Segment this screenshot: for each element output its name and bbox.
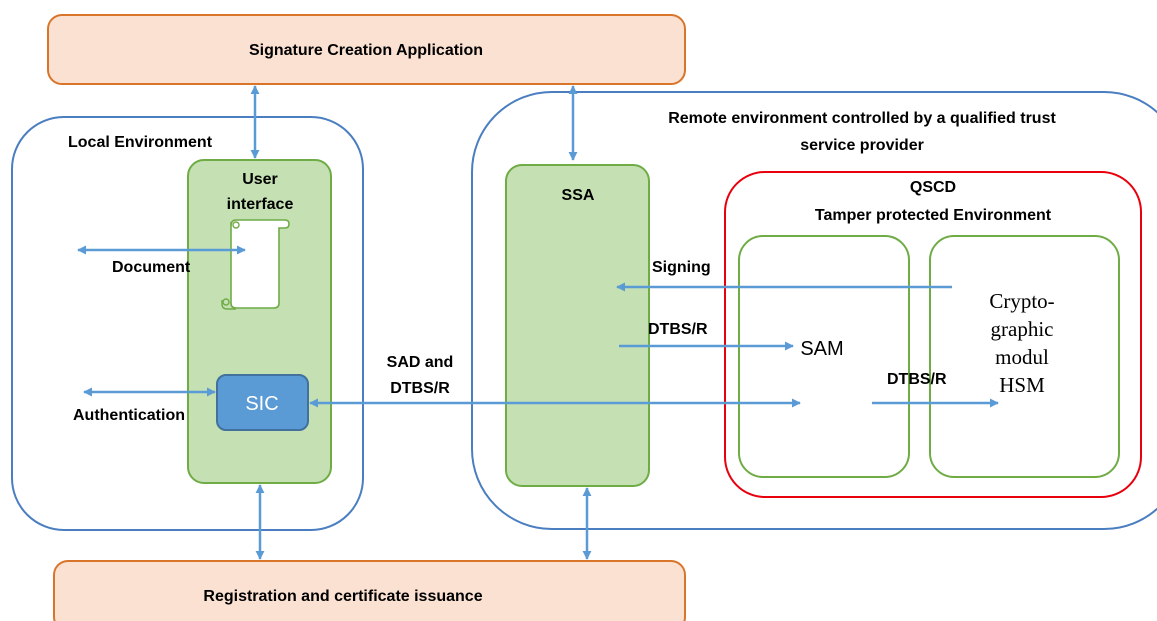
signing-label: Signing — [652, 259, 711, 276]
sad-label-line2: DTBS/R — [390, 380, 450, 397]
sam-box — [738, 235, 910, 478]
local-environment-title: Local Environment — [68, 134, 213, 151]
registration-box — [53, 560, 686, 621]
sic-label: SIC — [245, 393, 278, 415]
remote-environment-title-line2: service provider — [800, 137, 924, 154]
ssa-box — [505, 164, 650, 487]
dtbsr-ssa-sam-label: DTBS/R — [648, 321, 708, 338]
sam-label: SAM — [800, 338, 843, 360]
registration-title: Registration and certificate issuance — [203, 588, 482, 605]
qscd-title: QSCD — [910, 179, 956, 196]
crypto-label-line4: HSM — [999, 373, 1045, 397]
crypto-label-line3: modul — [995, 345, 1049, 369]
sic-box — [216, 374, 309, 431]
user-interface-title-line1: User — [242, 171, 278, 188]
ssa-title: SSA — [562, 187, 595, 204]
crypto-label-line2: graphic — [991, 317, 1054, 341]
crypto-label-line1: Crypto- — [989, 289, 1054, 313]
document-label: Document — [112, 259, 191, 276]
sad-label-line1: SAD and — [387, 354, 454, 371]
remote-environment-title-line1: Remote environment controlled by a quali… — [668, 110, 1056, 127]
dtbsr-sam-hsm-label: DTBS/R — [887, 371, 947, 388]
signature-creation-application-box — [47, 14, 686, 85]
sca-title: Signature Creation Application — [249, 42, 483, 59]
user-interface-title-line2: interface — [227, 196, 294, 213]
document-scroll-icon — [221, 219, 290, 310]
authentication-label: Authentication — [73, 407, 185, 424]
tamper-title: Tamper protected Environment — [815, 207, 1052, 224]
crypto-module-box — [929, 235, 1120, 478]
